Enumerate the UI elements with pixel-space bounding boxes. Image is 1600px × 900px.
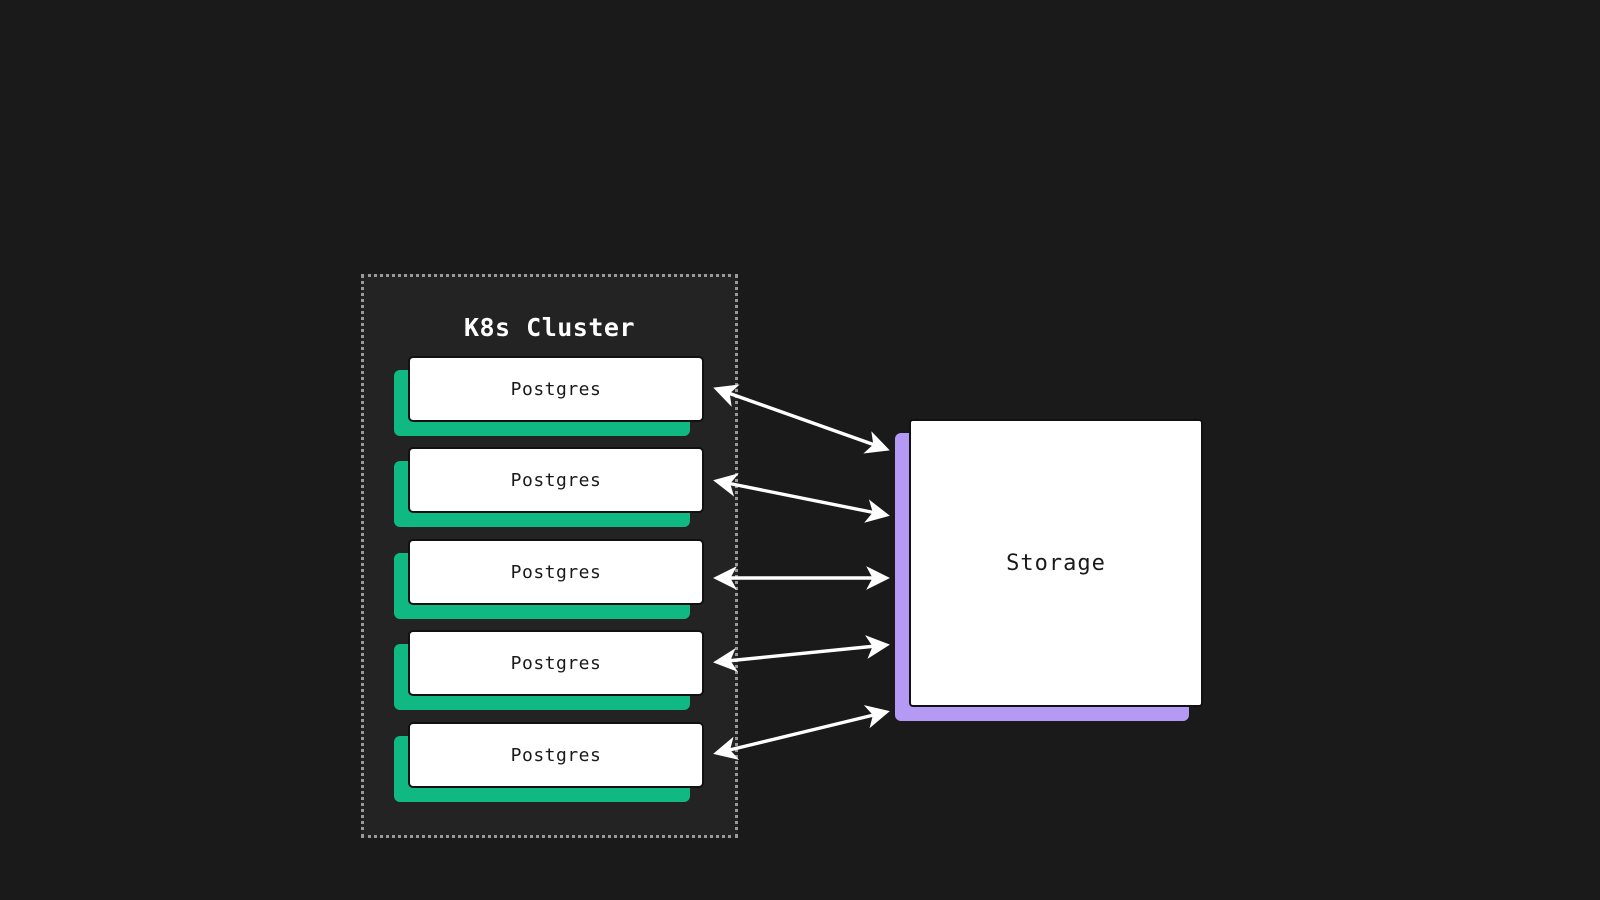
node-label: Postgres: [510, 561, 602, 583]
storage-body[interactable]: Storage: [909, 419, 1203, 707]
node-body[interactable]: Postgres: [408, 539, 704, 605]
node-body[interactable]: Postgres: [408, 447, 704, 513]
storage-label: Storage: [1006, 550, 1106, 576]
connector-postgres-4-storage: [713, 635, 890, 672]
node-card-postgres-5[interactable]: Postgres: [394, 722, 704, 802]
node-label: Postgres: [510, 469, 602, 491]
connector-postgres-1-storage: [713, 384, 890, 454]
node-body[interactable]: Postgres: [408, 630, 704, 696]
node-card-postgres-4[interactable]: Postgres: [394, 630, 704, 710]
node-card-postgres-2[interactable]: Postgres: [394, 447, 704, 527]
cluster-title: K8s Cluster: [463, 313, 636, 342]
connector-postgres-2-storage: [713, 473, 890, 523]
node-card-postgres-1[interactable]: Postgres: [394, 356, 704, 436]
node-label: Postgres: [510, 378, 602, 400]
storage-node[interactable]: Storage: [895, 419, 1203, 721]
node-label: Postgres: [510, 744, 602, 766]
node-body[interactable]: Postgres: [408, 356, 704, 422]
node-body[interactable]: Postgres: [408, 722, 704, 788]
node-label: Postgres: [510, 652, 602, 674]
connector-postgres-5-storage: [713, 705, 890, 760]
node-card-postgres-3[interactable]: Postgres: [394, 539, 704, 619]
